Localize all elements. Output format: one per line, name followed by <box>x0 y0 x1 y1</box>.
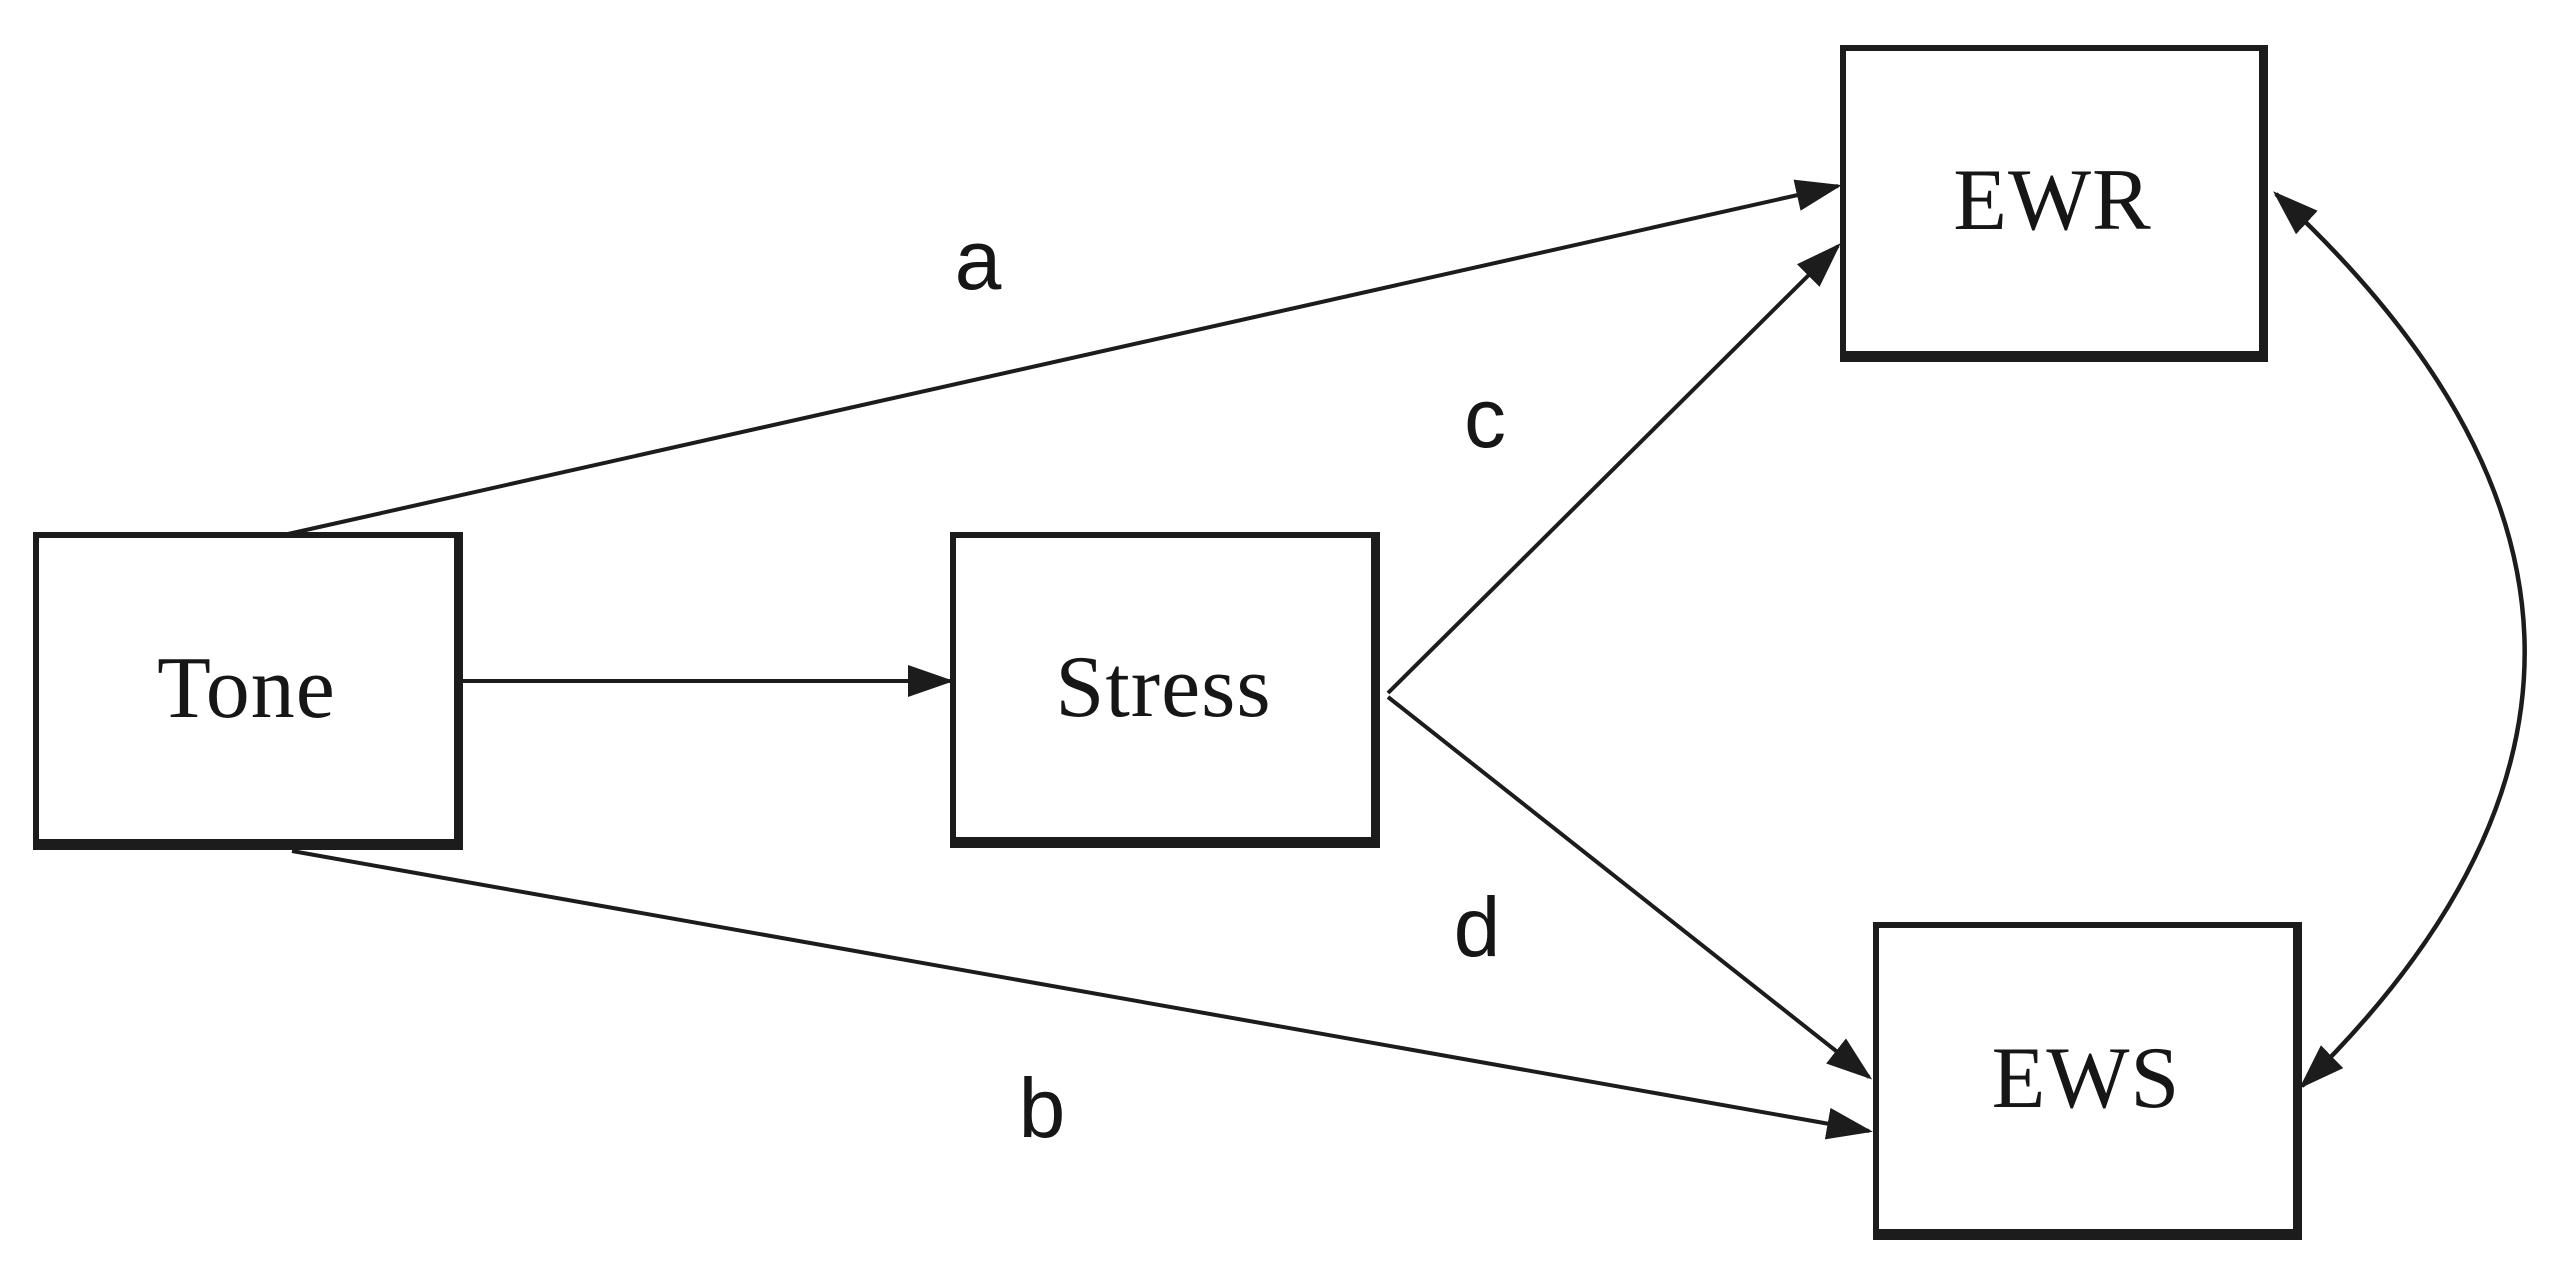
ewr-box-label: EWR <box>1953 152 2152 249</box>
stress-box: Stress <box>950 532 1380 848</box>
tone-box: Tone <box>33 532 463 850</box>
ewr-box: EWR <box>1840 45 2268 362</box>
ews-box: EWS <box>1873 922 2302 1240</box>
arrow-c-stress-to-ewr <box>1386 243 1841 695</box>
covariance-arrow-ewr-ews <box>2273 191 2527 1089</box>
path-label-d: d <box>1453 880 1501 974</box>
path-label-c: c <box>1464 371 1506 465</box>
ews-box-label: EWS <box>1991 1029 2181 1127</box>
path-label-a: a <box>954 213 1002 307</box>
arrow-b-tone-to-ews <box>291 849 1873 1140</box>
path-label-b: b <box>1018 1061 1066 1155</box>
stress-box-label: Stress <box>1055 638 1272 736</box>
tone-box-label: Tone <box>157 639 336 737</box>
arrow-a-tone-to-ewr <box>287 179 1842 536</box>
arrow-d-stress-to-ews <box>1386 695 1873 1080</box>
